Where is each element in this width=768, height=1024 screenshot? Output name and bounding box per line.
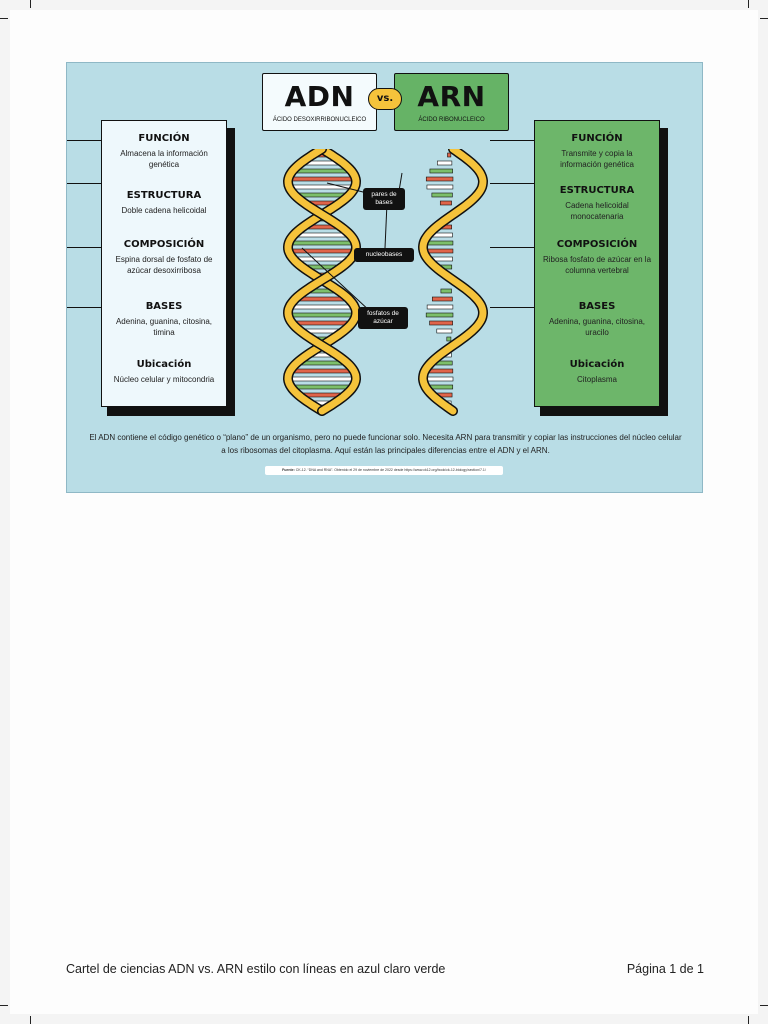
nucleobase-rung [440, 288, 452, 294]
section-text: Adenina, guanina, citosina, timina [115, 317, 213, 337]
nucleobase-rung [447, 152, 452, 158]
crop-mark [760, 1005, 768, 1006]
rna-single-helix-illustration [417, 149, 489, 416]
science-poster: ADN ÁCIDO DESOXIRRIBONUCLEICO vs. ARN ÁC… [66, 62, 703, 493]
adn-location-section: Ubicación Núcleo celular y mitocondria [102, 359, 226, 386]
section-heading: ESTRUCTURA [559, 185, 635, 196]
nucleobase-rung [290, 376, 354, 382]
section-heading: COMPOSICIÓN [123, 239, 205, 250]
leader-line [67, 247, 101, 248]
nucleobase-rung [431, 192, 453, 198]
section-heading: COMPOSICIÓN [556, 239, 638, 250]
section-text: Cadena helicoidal monocatenaria [565, 201, 629, 221]
adn-title: ADN [284, 80, 355, 113]
section-text: Transmite y copia la información genétic… [560, 149, 634, 169]
leader-line [490, 307, 534, 308]
arn-panel: FUNCIÓN Transmite y copia la información… [534, 120, 660, 407]
crop-mark [748, 1016, 749, 1024]
poster-description: El ADN contiene el código genético o “pl… [89, 433, 682, 455]
footer-page-number: Página 1 de 1 [626, 962, 704, 976]
crop-mark [30, 1016, 31, 1024]
arn-title-box: ARN ÁCIDO RIBONUCLEICO [394, 73, 509, 131]
leader-line [67, 307, 101, 308]
nucleobase-rung [425, 376, 454, 382]
section-text: Ribosa fosfato de azúcar en la columna v… [542, 255, 652, 275]
section-heading: ESTRUCTURA [126, 190, 202, 201]
nucleobase-rung [426, 240, 454, 246]
section-text: Citoplasma [576, 375, 617, 384]
section-text: Espina dorsal de fosfato de azúcar desox… [115, 255, 213, 275]
section-heading: BASES [145, 301, 183, 312]
sugar-phosphates-label: fosfatos de azúcar [358, 307, 408, 329]
leader-line [67, 183, 101, 184]
leader-line [490, 247, 534, 248]
arn-function-section: FUNCIÓN Transmite y copia la información… [535, 133, 659, 170]
adn-title-box: ADN ÁCIDO DESOXIRRIBONUCLEICO [262, 73, 377, 131]
section-text: Almacena la información genética [120, 149, 208, 169]
adn-structure-section: ESTRUCTURA Doble cadena helicoidal [102, 190, 226, 217]
vs-badge: vs. [368, 88, 402, 110]
crop-mark [0, 18, 8, 19]
footer-title: Cartel de ciencias ADN vs. ARN estilo co… [66, 962, 446, 976]
adn-function-section: FUNCIÓN Almacena la información genética [102, 133, 226, 170]
section-heading: FUNCIÓN [571, 133, 623, 144]
source-label: Fuente: [282, 468, 295, 472]
dna-double-helix-illustration [282, 149, 362, 416]
adn-panel: FUNCIÓN Almacena la información genética… [101, 120, 227, 407]
nucleobase-rung [429, 168, 453, 174]
base-pairs-label: pares de bases [363, 188, 405, 210]
arn-subtitle: ÁCIDO RIBONUCLEICO [418, 117, 485, 123]
crop-mark [760, 18, 768, 19]
section-text: Doble cadena helicoidal [121, 206, 207, 215]
nucleobase-rung [292, 368, 352, 374]
adn-bases-section: BASES Adenina, guanina, citosina, timina [102, 301, 226, 338]
arn-composition-section: COMPOSICIÓN Ribosa fosfato de azúcar en … [535, 239, 659, 276]
section-heading: BASES [578, 301, 616, 312]
crop-mark [0, 1005, 8, 1006]
source-citation: Fuente: CK-12. “DNA and RNA”. Obtenido e… [265, 466, 503, 475]
leader-line [490, 140, 534, 141]
nucleobase-rung [426, 184, 454, 190]
nucleobase-rung [425, 176, 454, 182]
crop-mark [748, 0, 749, 8]
leader-line [490, 183, 534, 184]
adn-subtitle: ÁCIDO DESOXIRRIBONUCLEICO [272, 117, 367, 123]
arn-title: ARN [417, 80, 486, 113]
section-text: Adenina, guanina, citosina, uracilo [548, 317, 646, 337]
nucleobase-rung [436, 328, 453, 334]
section-heading: Ubicación [569, 359, 625, 370]
nucleobase-rung [439, 200, 452, 206]
adn-composition-section: COMPOSICIÓN Espina dorsal de fosfato de … [102, 239, 226, 276]
nucleobase-rung [431, 296, 453, 302]
nucleobase-rung [429, 320, 453, 326]
nucleobase-rung [426, 248, 454, 254]
nucleobase-rung [425, 312, 454, 318]
arn-bases-section: BASES Adenina, guanina, citosina, uracil… [535, 301, 659, 338]
crop-mark [30, 0, 31, 8]
section-heading: FUNCIÓN [138, 133, 190, 144]
nucleobase-rung [446, 336, 452, 342]
dna-strand-b [284, 149, 360, 415]
nucleobase-rung [437, 160, 453, 166]
rna-strand [419, 149, 487, 415]
nucleobase-rung [426, 304, 454, 310]
arn-structure-section: ESTRUCTURA Cadena helicoidal monocatenar… [535, 185, 659, 222]
section-text: Núcleo celular y mitocondria [113, 375, 215, 384]
nucleobase-rung [293, 384, 351, 390]
section-heading: Ubicación [136, 359, 192, 370]
source-text: CK-12. “DNA and RNA”. Obtenido el 29 de … [295, 468, 486, 472]
nucleobases-label: nucleobases [354, 248, 414, 262]
arn-location-section: Ubicación Citoplasma [535, 359, 659, 386]
